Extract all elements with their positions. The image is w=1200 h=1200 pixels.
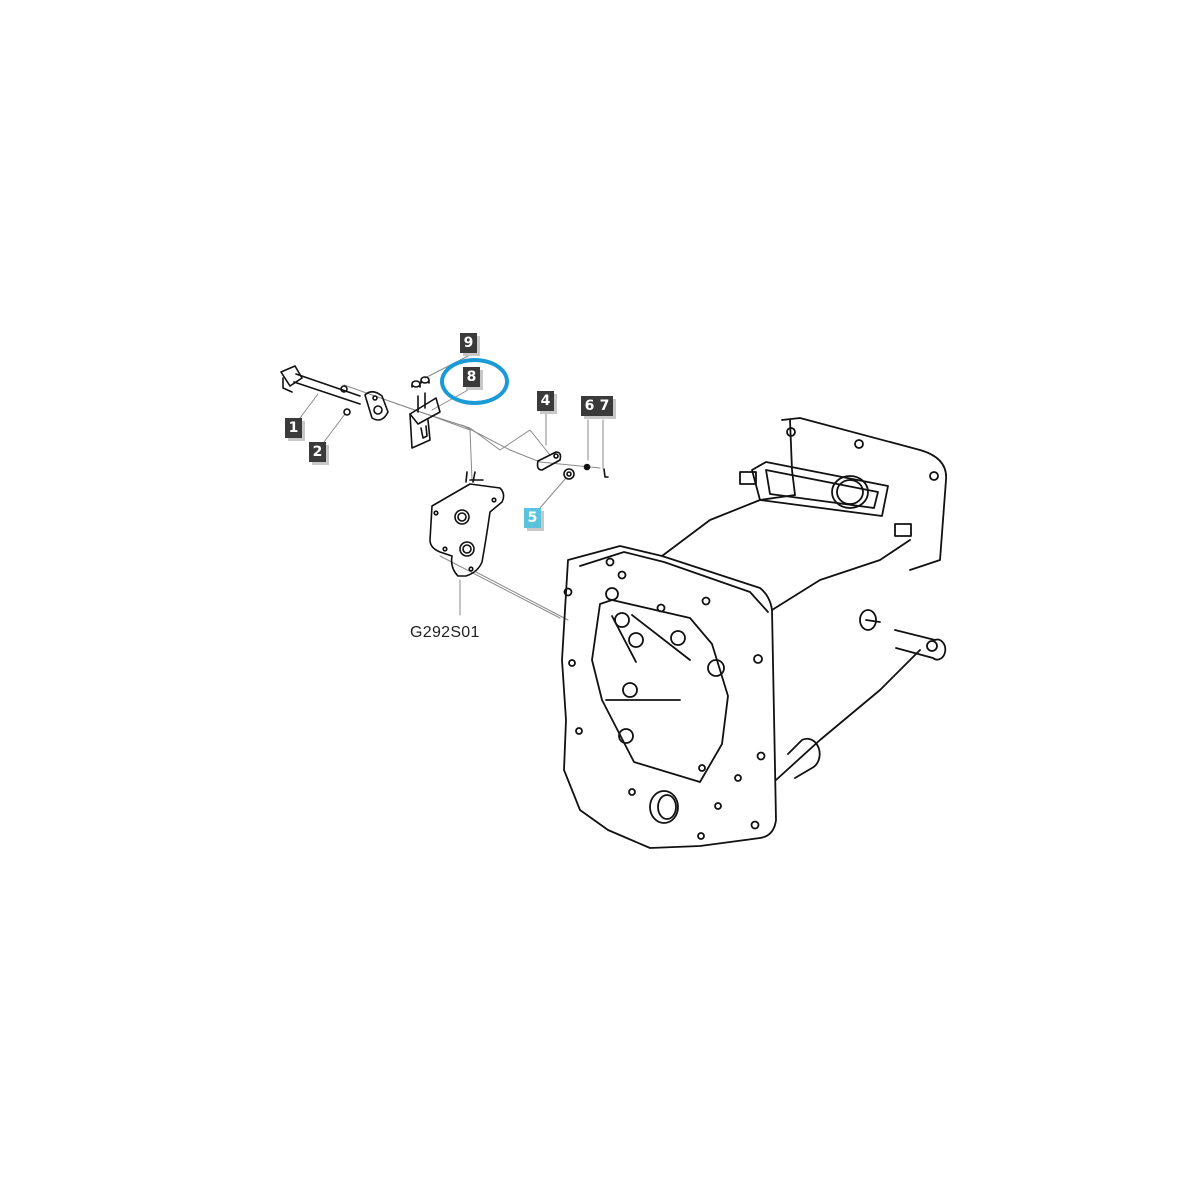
part-7-pin xyxy=(603,468,609,478)
rod-flange xyxy=(364,390,389,421)
part-6-washer xyxy=(583,463,591,471)
reference-label-g292s01[interactable]: G292S01 xyxy=(410,624,480,641)
callout-1[interactable]: 1 xyxy=(285,418,302,438)
callout-4[interactable]: 4 xyxy=(537,391,554,411)
part-2-bolt xyxy=(340,385,351,416)
part-9-nuts xyxy=(411,376,430,388)
leader-lines xyxy=(299,354,604,621)
g292s01-cover-plate xyxy=(429,471,505,577)
callout-6[interactable]: 6 xyxy=(581,396,598,416)
callout-9[interactable]: 9 xyxy=(460,333,477,353)
part-8-bracket xyxy=(409,392,441,449)
transmission-housing xyxy=(561,417,947,849)
callout-7[interactable]: 7 xyxy=(596,396,613,416)
part-1-shift-rod xyxy=(280,365,361,405)
callout-5[interactable]: 5 xyxy=(524,508,541,528)
part-4-lever xyxy=(536,451,562,471)
highlight-ring xyxy=(440,358,509,405)
callout-2[interactable]: 2 xyxy=(309,442,326,462)
part-5-bushing xyxy=(563,468,575,480)
